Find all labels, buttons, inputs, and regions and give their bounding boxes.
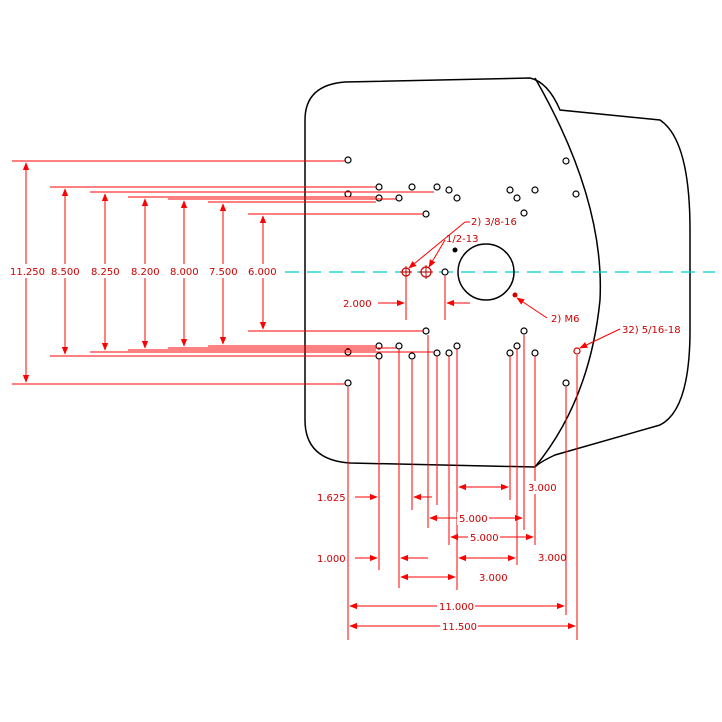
hole (513, 342, 521, 350)
callout-labels: 2) 3/8-16 1/2-13 2) M6 32) 5/16-18 (446, 217, 681, 336)
dim-1-000: 1.000 (317, 554, 346, 565)
dim-8-200: 8.200 (131, 267, 160, 278)
dim-5-000-a: 5.000 (459, 514, 488, 525)
callout-m6: 2) M6 (551, 314, 579, 325)
vertical-dimension-labels: 11.250 8.500 8.250 8.200 8.000 7.500 6.0… (8, 264, 280, 278)
hole (506, 186, 514, 194)
dim-5-000-b: 5.000 (470, 533, 499, 544)
hole (408, 352, 416, 360)
dim-3-000-a: 3.000 (528, 483, 557, 494)
vertical-dimension-lines (12, 160, 434, 385)
hole (433, 183, 441, 191)
dim-8-500: 8.500 (51, 267, 80, 278)
tapped-holes (400, 265, 581, 355)
center-bore (457, 243, 515, 301)
horizontal-dimension-lines (347, 276, 578, 640)
callout-5-16-18: 32) 5/16-18 (622, 325, 681, 336)
hole (572, 190, 580, 198)
hole (375, 183, 383, 191)
callout-3-8-16: 2) 3/8-16 (471, 217, 517, 228)
hole (344, 156, 352, 164)
hole (506, 349, 514, 357)
hole (520, 209, 528, 217)
hole-pattern (344, 156, 580, 387)
dim-1-625: 1.625 (317, 493, 346, 504)
hole (562, 157, 570, 165)
hole (375, 352, 383, 360)
hole (408, 183, 416, 191)
dim-8-000: 8.000 (170, 267, 199, 278)
hole (531, 186, 539, 194)
hole (513, 194, 521, 202)
hole (441, 268, 449, 276)
hole (445, 349, 453, 357)
dim-7-500: 7.500 (209, 267, 238, 278)
dim-2-000: 2.000 (343, 299, 372, 310)
hole (433, 349, 441, 357)
dim-11-500: 11.500 (442, 622, 477, 633)
dim-8-250: 8.250 (91, 267, 120, 278)
dim-3-000-b: 3.000 (538, 553, 567, 564)
hole (520, 327, 528, 335)
hole (531, 349, 539, 357)
plate-outline (304, 77, 691, 468)
hole (453, 342, 461, 350)
hole (422, 327, 430, 335)
dim-11-250: 11.250 (10, 267, 45, 278)
hole (422, 210, 430, 218)
dim-3-000-c: 3.000 (479, 573, 508, 584)
hole (445, 186, 453, 194)
hole (395, 342, 403, 350)
hole (375, 194, 383, 202)
hole (395, 194, 403, 202)
hole (344, 379, 352, 387)
callout-1-2-13: 1/2-13 (446, 234, 478, 245)
dim-11-000: 11.000 (439, 602, 474, 613)
dim-6-000: 6.000 (248, 267, 277, 278)
hole (453, 194, 461, 202)
callout-leaders (408, 221, 621, 349)
hole (562, 379, 570, 387)
horizontal-dimension-labels: 2.000 1.625 3.000 5.000 5.000 1.000 3.00… (317, 299, 567, 633)
